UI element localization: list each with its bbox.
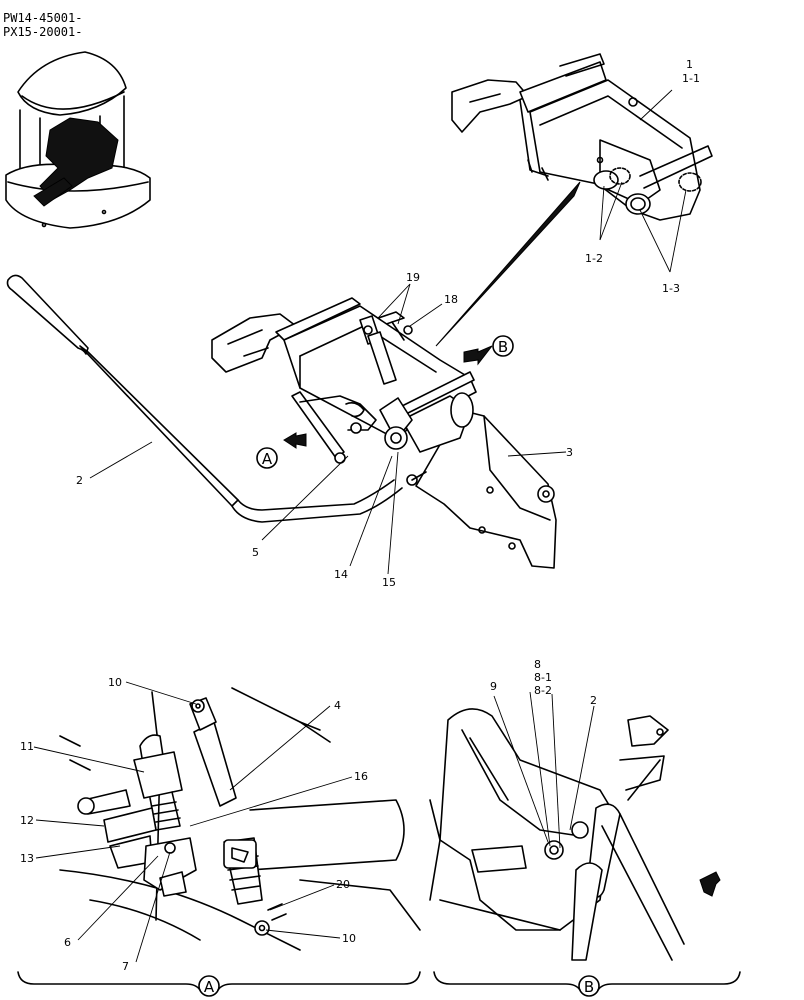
callout-19: 19	[406, 271, 420, 284]
callout-8-2: 8-2	[534, 684, 552, 697]
caption-a-marker	[198, 975, 220, 997]
callout-2: 2	[76, 474, 83, 487]
callout-1-2: 1-2	[585, 252, 603, 265]
main-assembly	[6, 274, 557, 569]
callout-8-1: 8-1	[534, 671, 552, 684]
callout-13: 13	[20, 852, 34, 865]
callout-4: 4	[334, 699, 341, 712]
detail-view-b	[429, 708, 685, 961]
caption-bracket-b-left	[433, 971, 581, 991]
view-a-marker	[256, 447, 278, 469]
callout-18: 18	[444, 293, 458, 306]
caption-b-marker	[578, 975, 600, 997]
view-b-arrow	[463, 345, 493, 366]
callout-16: 16	[354, 770, 368, 783]
callout-8: 8	[534, 658, 541, 671]
leader-lines-view-a	[33, 681, 353, 963]
bracket-assembly-detail	[451, 53, 713, 221]
callout-1-3: 1-3	[662, 282, 680, 295]
model-code-2: PX15-20001-	[3, 25, 82, 39]
caption-a-label: A	[204, 978, 215, 996]
callout-5: 5	[252, 546, 259, 559]
callout-11: 11	[20, 740, 34, 753]
locator-thumbnail	[5, 51, 151, 229]
view-a-label: A	[262, 450, 273, 468]
direction-arrow	[699, 871, 721, 897]
model-code-1: PW14-45001-	[3, 11, 82, 25]
leader-lines-top	[89, 89, 687, 575]
callout-10-bottom: 10	[342, 932, 356, 945]
callout-1-1: 1-1	[682, 72, 700, 85]
callout-7: 7	[122, 960, 129, 973]
callout-15: 15	[382, 576, 396, 589]
callout-14: 14	[334, 568, 348, 581]
view-b-marker	[492, 335, 514, 357]
caption-bracket-a-right	[217, 971, 421, 991]
view-a-arrow	[283, 432, 307, 449]
detail-view-a	[59, 687, 421, 951]
caption-bracket-b-right	[597, 971, 741, 991]
callout-20: 20	[336, 878, 350, 891]
callout-1: 1	[686, 58, 693, 71]
callout-3: 3	[566, 446, 573, 459]
view-b-label: B	[498, 338, 508, 356]
caption-bracket-a-left	[17, 971, 201, 991]
callout-9: 9	[490, 680, 497, 693]
callout-2-view-b: 2	[590, 694, 597, 707]
callout-12: 12	[20, 814, 34, 827]
leader-lines-view-b	[493, 691, 595, 849]
callout-10-top: 10	[108, 676, 122, 689]
callout-6: 6	[64, 936, 71, 949]
explode-pointer	[435, 181, 581, 347]
caption-b-label: B	[584, 978, 594, 996]
